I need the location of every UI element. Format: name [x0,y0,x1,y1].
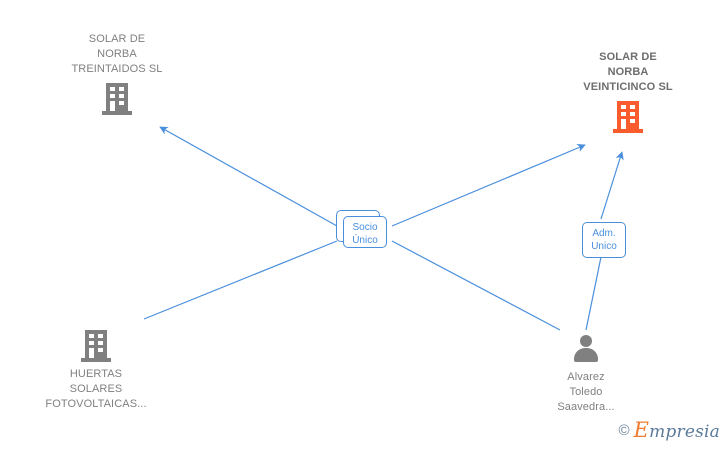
brand-rest: mpresia [649,422,720,442]
node-label: HUERTAS SOLARES FOTOVOLTAICAS... [45,368,147,410]
node-solar-norba-veinticinco[interactable]: SOLAR DE NORBA VEINTICINCO SL [553,50,703,133]
building-icon [81,330,111,362]
brand-initial: E [633,418,650,442]
node-label: SOLAR DE NORBA TREINTAIDOS SL [71,33,163,75]
person-icon [571,333,601,365]
edge-alvarez-to-socio [391,240,561,331]
edge-socio-to-treintaidos [159,126,338,227]
node-label: Alvarez Toledo Saavedra... [557,371,615,413]
watermark: © Empresia [619,418,720,442]
node-huertas-solares[interactable]: HUERTAS SOLARES FOTOVOLTAICAS... [21,330,171,412]
copyright-icon: © [618,421,630,439]
edge-alvarez-to-adm [585,256,602,331]
node-solar-norba-treintaidos[interactable]: SOLAR DE NORBA TREINTAIDOS SL [42,32,192,115]
node-label: SOLAR DE NORBA VEINTICINCO SL [583,51,673,93]
relation-box-socio-unico[interactable]: Socio Único [343,216,387,248]
relation-box-adm-unico[interactable]: Adm. Unico [582,222,626,258]
building-icon [613,101,643,133]
brand-wordmark: Empresia [634,418,720,442]
building-icon [102,83,132,115]
node-alvarez-toledo[interactable]: Alvarez Toledo Saavedra... [511,333,661,415]
edge-huertas-to-socio [143,240,338,320]
edge-adm-to-veinticinco [600,151,624,220]
edge-socio-to-veinticinco [391,144,586,227]
